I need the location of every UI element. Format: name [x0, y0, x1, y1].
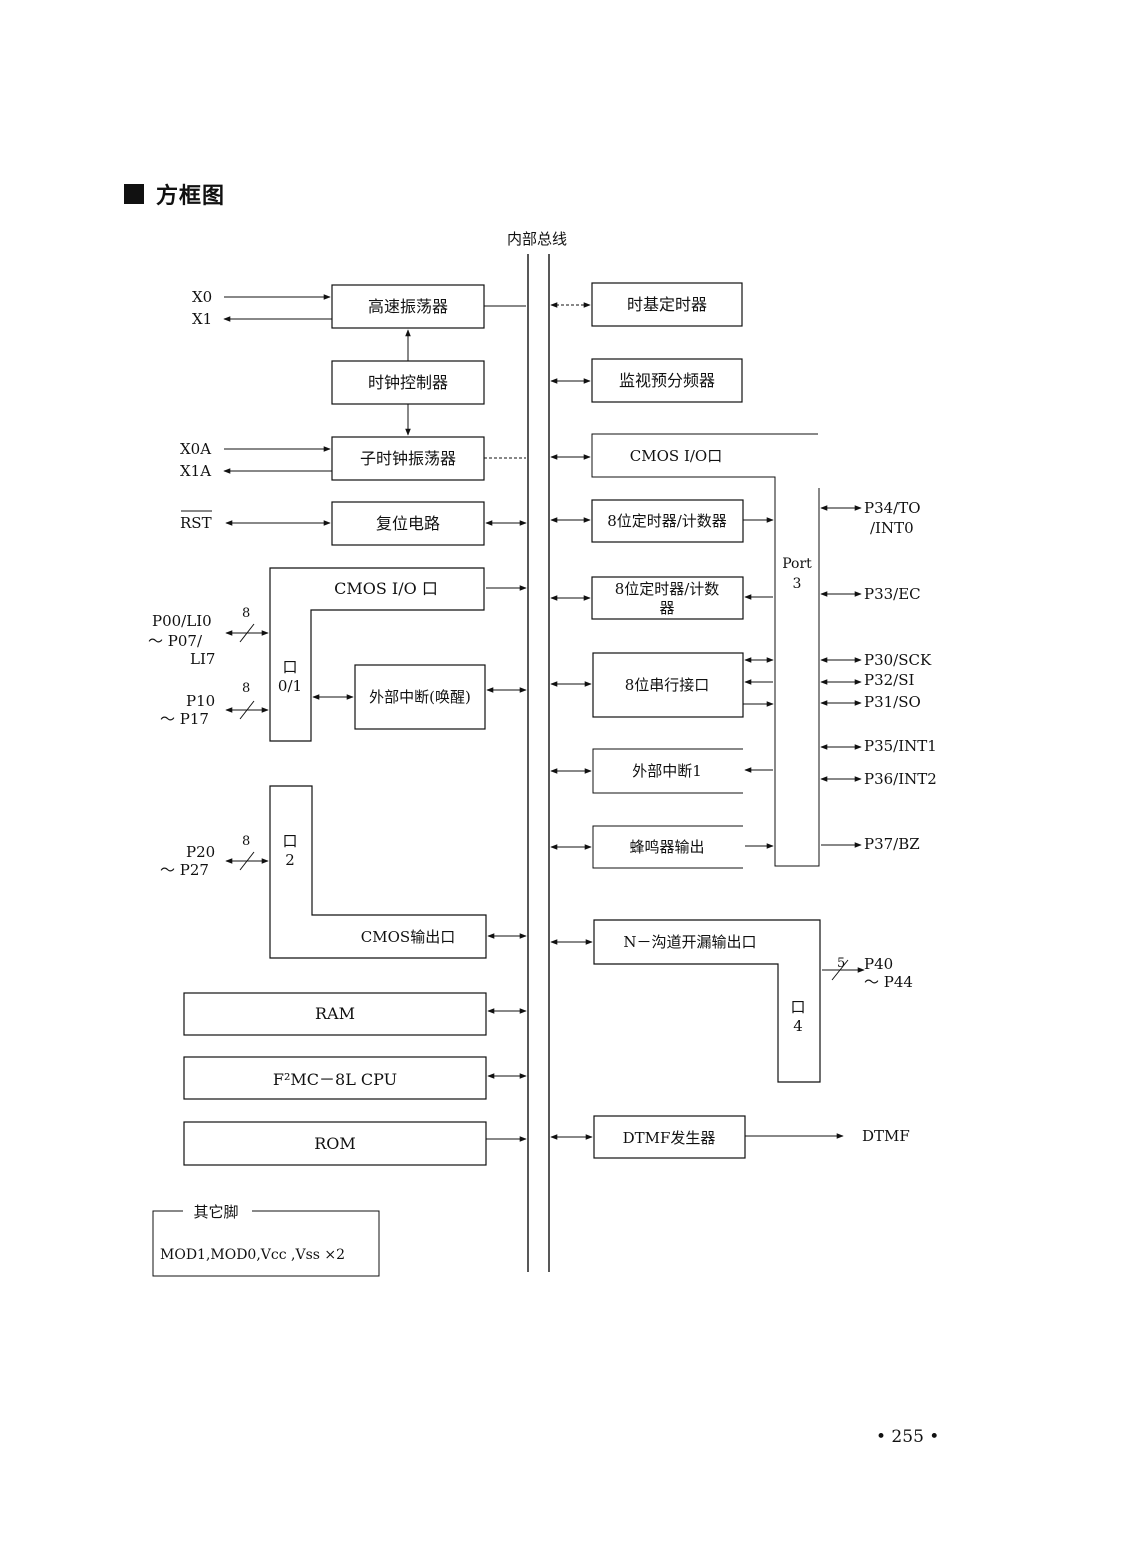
high-speed-oscillator-label: 高速振荡器: [368, 297, 448, 316]
pin-p20-line2: ～ P27: [160, 861, 209, 879]
serial-interface-block: [592, 652, 744, 718]
timer2-label-line2: 器: [659, 599, 674, 617]
sub-clock-oscillator-label: 子时钟振荡器: [360, 449, 456, 468]
cpu-label: F²MC－8L CPU: [273, 1070, 397, 1089]
rom-block: [183, 1121, 487, 1166]
pin-p30: P30/SCK: [864, 651, 932, 669]
pin-x1a: X1A: [180, 462, 211, 480]
pin-p37: P37/BZ: [864, 835, 920, 853]
pin-p35: P35/INT1: [864, 737, 937, 755]
external-interrupt1-frame: [592, 748, 743, 794]
external-interrupt-wake-label: 外部中断(唤醒): [369, 688, 471, 706]
cmos-output-label: CMOS输出口: [361, 928, 455, 946]
pin-rst: RST: [180, 514, 212, 532]
cpu-block: [183, 1056, 487, 1100]
pin-p33: P33/EC: [864, 585, 921, 603]
timer2-block: [591, 576, 744, 620]
bus-label: 内部总线: [507, 230, 567, 248]
p40-bus-width: 5: [837, 956, 845, 971]
port4-label-line2: 4: [793, 1017, 803, 1035]
cmos-io-label: CMOS I/O 口: [334, 579, 438, 598]
pin-dtmf: DTMF: [862, 1127, 910, 1145]
other-pins-frame: [152, 1210, 380, 1277]
clock-controller-block: [331, 360, 485, 405]
p40-slash: [831, 959, 849, 981]
timebase-timer-label: 时基定时器: [627, 295, 707, 314]
nch-open-drain-port4-block: [593, 919, 821, 1083]
ram-block: [183, 992, 487, 1036]
timer1-block: [591, 499, 744, 543]
heading-title: 方框图: [156, 184, 226, 209]
p00-slash: [239, 623, 255, 643]
pin-p32: P32/SI: [864, 671, 915, 689]
pin-p10-line1: P10: [186, 692, 215, 710]
port3-label-line1: Port: [782, 556, 812, 572]
p10-slash: [239, 700, 255, 720]
pin-p40-line1: P40: [864, 955, 893, 973]
pin-p34-line2: /INT0: [870, 519, 914, 537]
dtmf-generator-label: DTMF发生器: [623, 1129, 716, 1147]
timer1-label: 8位定时器/计数器: [607, 512, 727, 530]
buzzer-output-label: 蜂鸣器输出: [629, 838, 704, 856]
other-pins-title: 其它脚: [193, 1203, 238, 1221]
black-square-bullet-icon: [124, 184, 144, 204]
reset-circuit-label: 复位电路: [376, 514, 440, 533]
pin-p00-line1: P00/LI0: [152, 612, 212, 630]
pin-p00-line2: ～ P07/: [148, 632, 203, 650]
pin-p31: P31/SO: [864, 693, 921, 711]
pin-p20-line1: P20: [186, 843, 215, 861]
nch-open-drain-label: N－沟道开漏输出口: [623, 933, 756, 951]
port3-label-line2: 3: [793, 576, 802, 592]
pin-p34-line1: P34/TO: [864, 499, 921, 517]
pin-p00-line3: LI7: [190, 650, 215, 668]
rom-label: ROM: [314, 1134, 356, 1153]
pin-p36: P36/INT2: [864, 770, 937, 788]
port01-cmos-io-block: [269, 567, 485, 742]
pin-x0: X0: [192, 288, 212, 306]
p00-bus-width: 8: [242, 606, 250, 621]
page-number: • 255 •: [876, 1427, 940, 1447]
other-pins-content: MOD1,MOD0,Vcc ,Vss ×2: [160, 1247, 345, 1263]
watchdog-prescaler-block: [591, 358, 743, 403]
sub-clock-oscillator-block: [331, 436, 485, 481]
pin-p40-line2: ～ P44: [864, 973, 913, 991]
serial-interface-label: 8位串行接口: [625, 676, 710, 694]
section-heading: 方框图: [124, 178, 225, 210]
pin-p10-line2: ～ P17: [160, 710, 209, 728]
clock-controller-label: 时钟控制器: [368, 373, 448, 392]
watchdog-prescaler-label: 监视预分频器: [619, 371, 715, 390]
buzzer-output-frame: [592, 825, 743, 869]
port01-label-line1: 口: [282, 658, 297, 676]
timebase-timer-block: [591, 282, 743, 327]
p20-slash: [239, 851, 255, 871]
port01-label-line2: 0/1: [278, 677, 302, 695]
p20-bus-width: 8: [242, 834, 250, 849]
port2-label-line2: 2: [285, 851, 295, 869]
reset-circuit-block: [331, 501, 485, 546]
port4-label-line1: 口: [790, 998, 805, 1016]
pin-x0a: X0A: [180, 440, 211, 458]
timer2-label-line1: 8位定时器/计数: [615, 580, 720, 598]
pin-x1: X1: [192, 310, 212, 328]
external-interrupt-wake-block: [354, 664, 486, 730]
cmos-io3-label: CMOS I/O口: [630, 447, 722, 465]
p10-bus-width: 8: [242, 681, 250, 696]
cmos-io3-frame: [591, 433, 820, 867]
port2-cmos-output-block: [269, 785, 487, 959]
ram-label: RAM: [315, 1004, 355, 1023]
port2-label-line1: 口: [282, 832, 297, 850]
dtmf-generator-block: [593, 1115, 746, 1159]
external-interrupt1-label: 外部中断1: [632, 762, 702, 780]
